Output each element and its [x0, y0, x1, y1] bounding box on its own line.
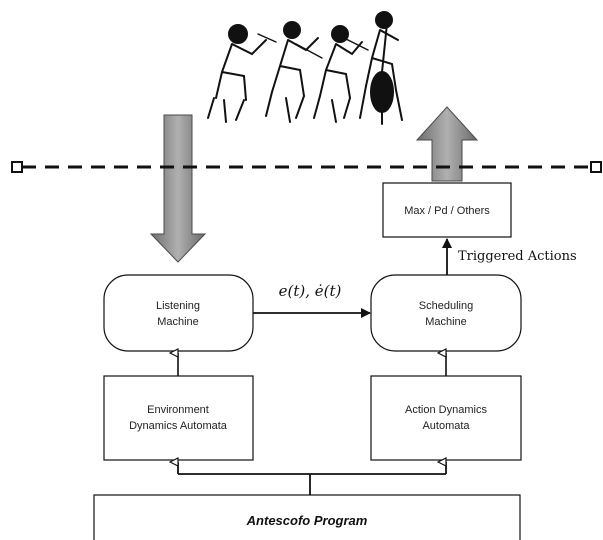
environment-automata-label-line1: Environment — [147, 404, 209, 416]
action-automata-label-line1: Action Dynamics — [405, 404, 487, 416]
listening-machine-label-line2: Machine — [157, 316, 199, 328]
action-automata-box: Action Dynamics Automata — [370, 375, 522, 461]
action-automata-label-line2: Automata — [422, 420, 470, 432]
environment-automata-box: Environment Dynamics Automata — [103, 375, 254, 461]
output-target-box: Max / Pd / Others — [382, 182, 512, 238]
input-big-arrow — [149, 114, 207, 263]
scheduling-machine-label-line1: Scheduling — [419, 300, 473, 312]
antescofo-program-label: Antescofo Program — [246, 513, 368, 528]
machine-link-label: e(t), ė(t) — [279, 282, 342, 300]
scheduling-machine-box: Scheduling Machine — [370, 274, 522, 352]
program-connector — [178, 462, 447, 495]
listening-machine-label-line1: Listening — [156, 300, 200, 312]
scheduling-machine-label-line2: Machine — [425, 316, 467, 328]
output-big-arrow — [415, 106, 479, 182]
musicians-illustration-icon — [207, 11, 403, 125]
listening-machine-box: Listening Machine — [103, 274, 254, 352]
antescofo-program-box: Antescofo Program — [93, 494, 521, 540]
environment-automata-label-line2: Dynamics Automata — [129, 420, 228, 432]
output-target-label: Max / Pd / Others — [404, 205, 490, 217]
triggered-actions-label: Triggered Actions — [458, 249, 577, 264]
dashed-boundary-line — [11, 161, 602, 173]
